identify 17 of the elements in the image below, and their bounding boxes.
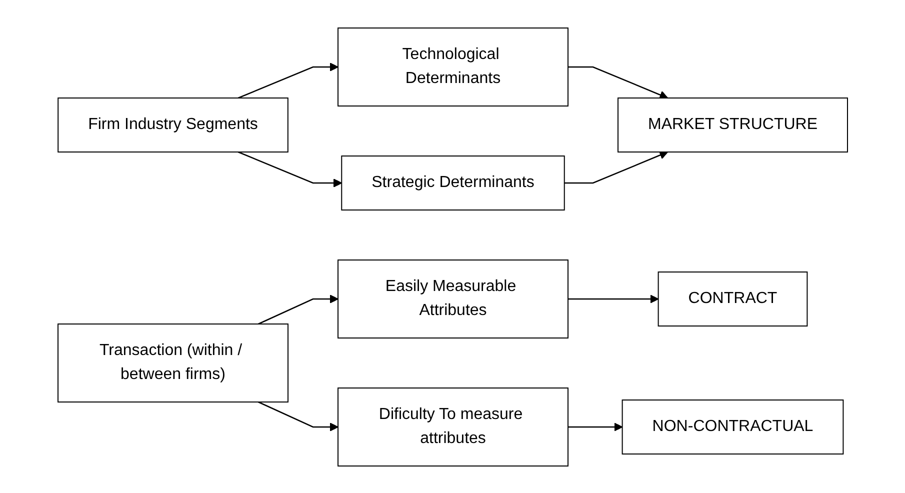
arrow — [258, 294, 338, 324]
arrow — [568, 66, 668, 99]
node-box: Transaction (within / between firms) — [57, 323, 288, 402]
node-box: Strategic Determinants — [340, 155, 565, 210]
arrow — [568, 422, 622, 431]
arrow — [238, 62, 338, 98]
arrow — [568, 294, 658, 303]
node-box: Technological Determinants — [337, 27, 568, 106]
node-box: MARKET STRUCTURE — [617, 97, 848, 152]
node-box: Easily Measurable Attributes — [337, 259, 568, 338]
node-box: Dificulty To measure attributes — [337, 387, 568, 466]
node-box: NON-CONTRACTUAL — [622, 399, 844, 454]
arrow — [238, 150, 342, 187]
arrow — [564, 150, 668, 184]
node-box: Firm Industry Segments — [57, 97, 288, 152]
node-box: CONTRACT — [658, 271, 808, 326]
arrow — [258, 400, 338, 431]
